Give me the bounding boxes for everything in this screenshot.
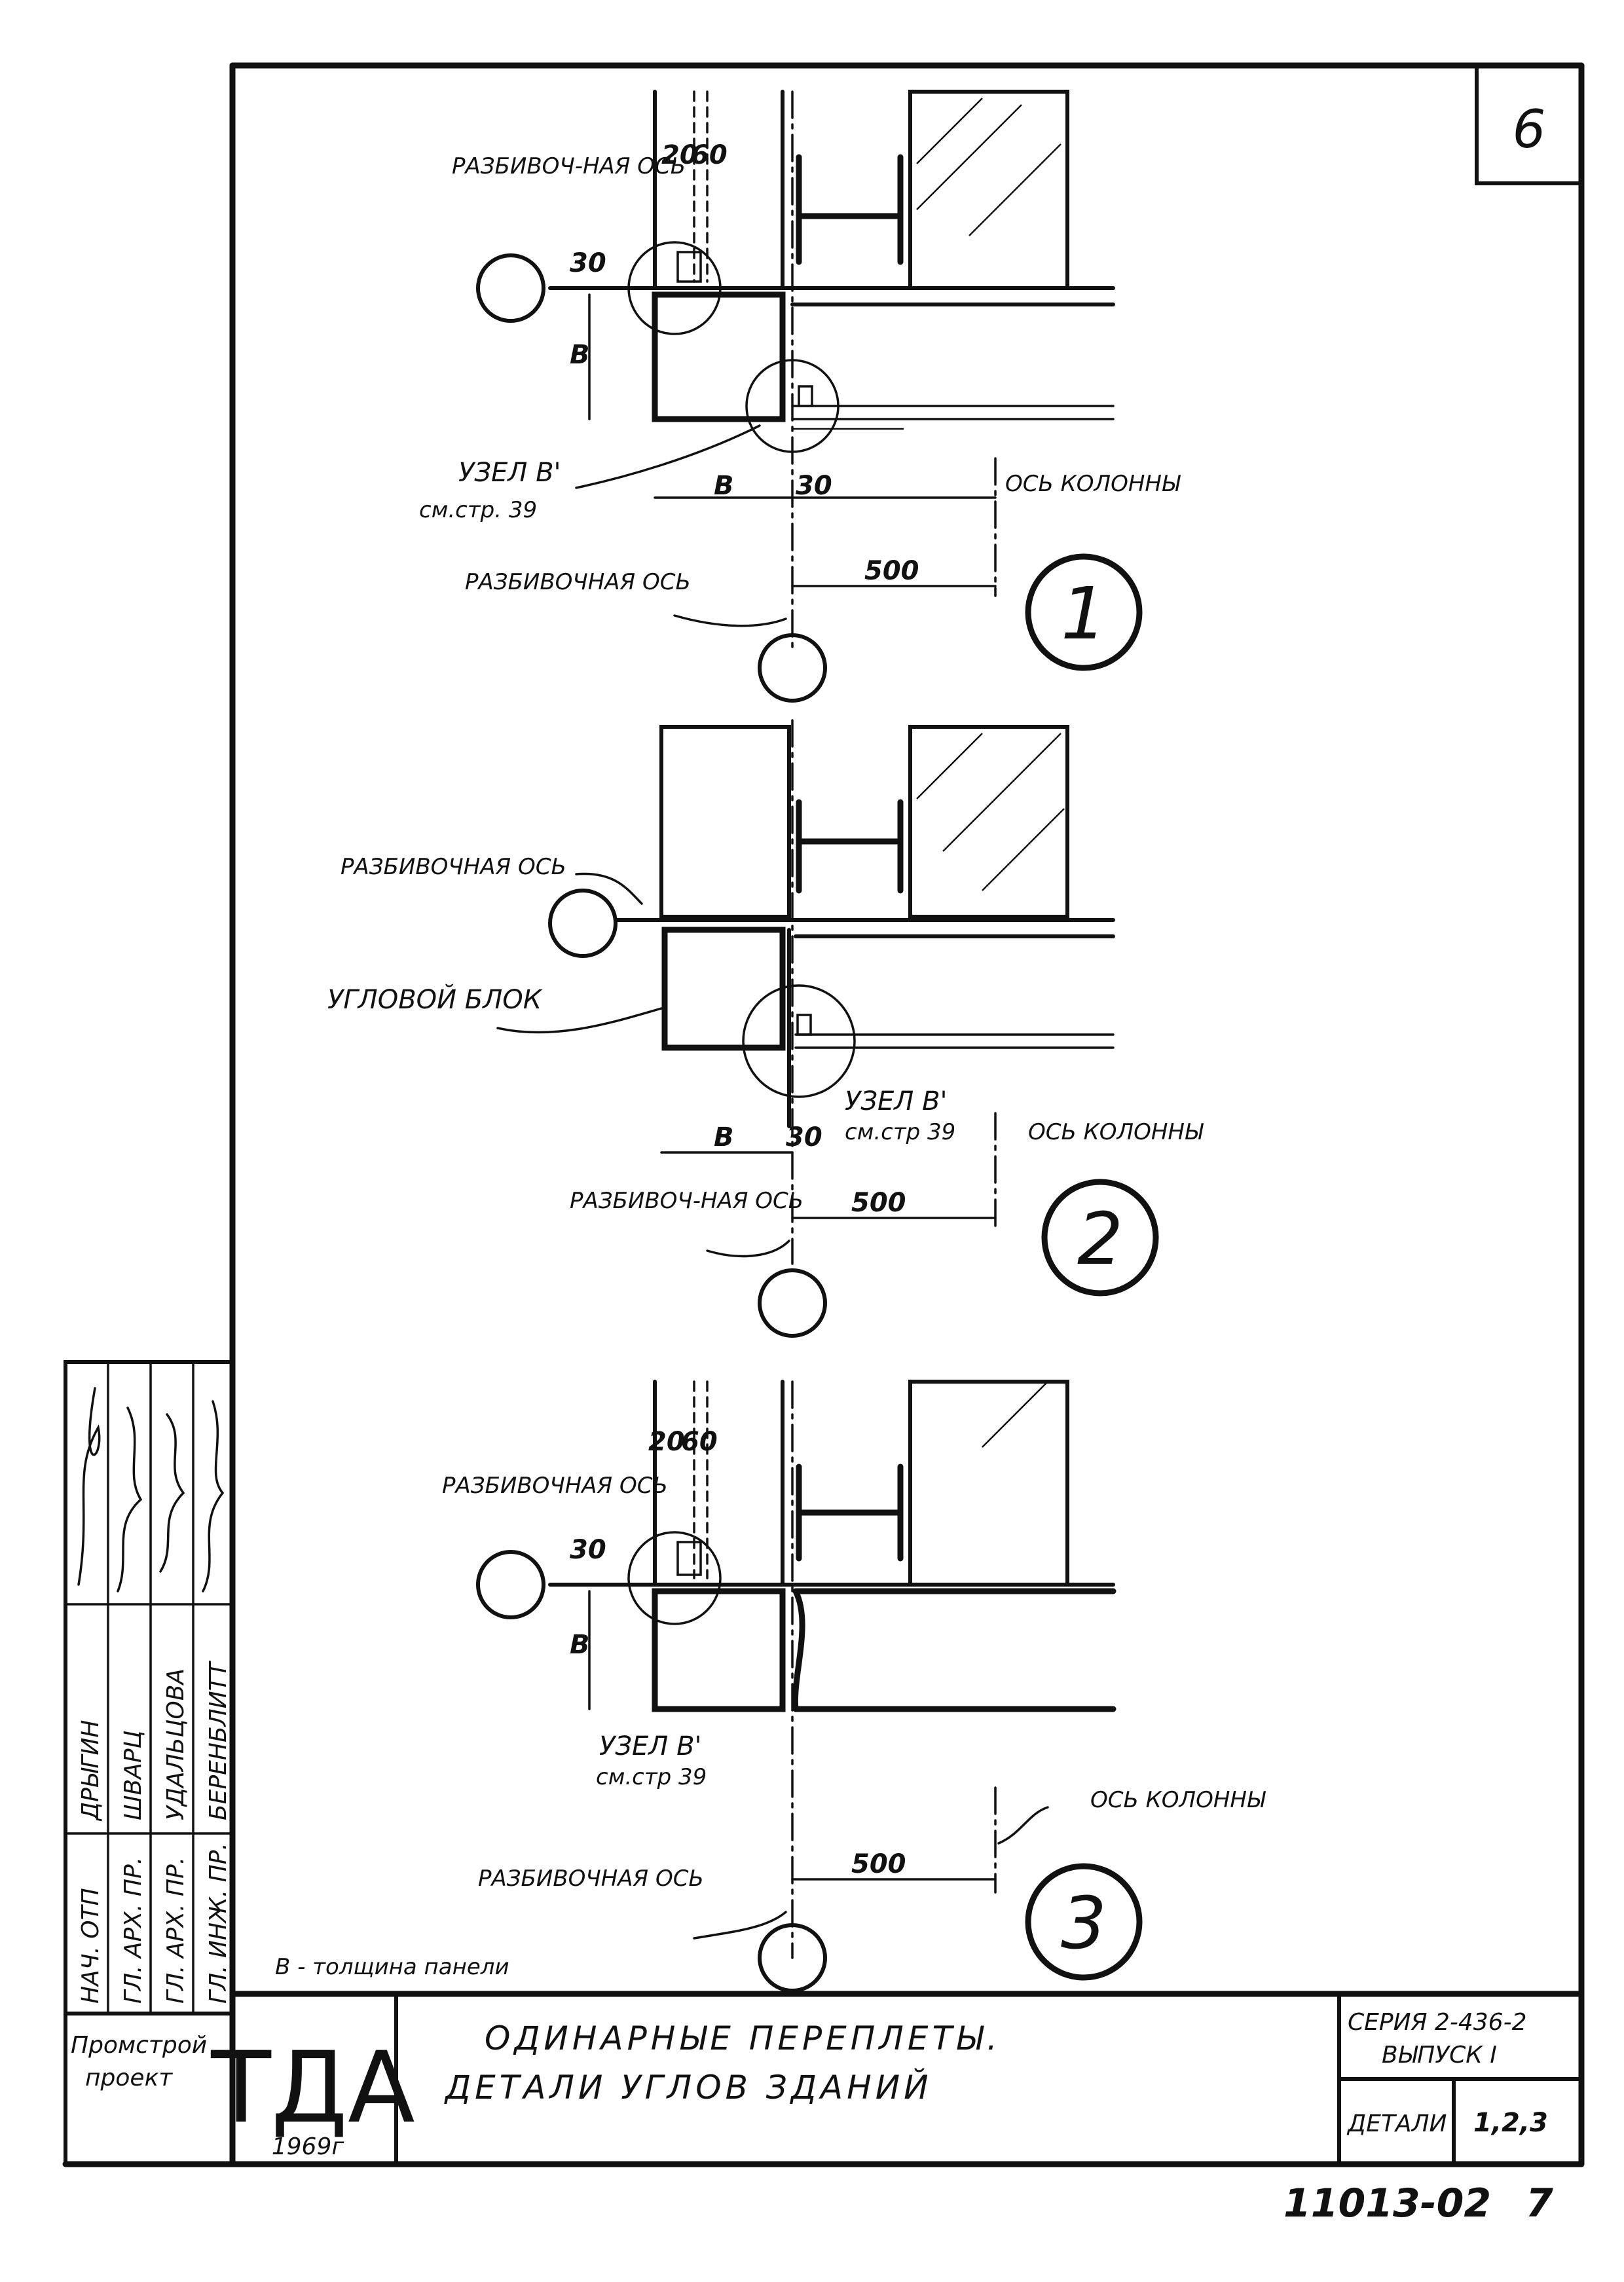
name-1: ДРЫГИН xyxy=(77,1720,104,1822)
signature-scribble-4 xyxy=(202,1400,225,1592)
axis-bubble-2-bottom xyxy=(758,1268,827,1338)
label-1-node-ref: УЗЕЛ В' xyxy=(458,458,561,488)
role-3: ГЛ. АРХ. ПР. xyxy=(162,1857,189,2004)
detail-number-circle-3 xyxy=(1025,1863,1143,1981)
axis-bubble-1-bottom xyxy=(758,633,827,703)
detail-3: 20 60 30 В 500 РАЗБИВОЧНАЯ ОСЬ УЗЕЛ В' с… xyxy=(442,1380,1266,1993)
role-1: НАЧ. ОТП xyxy=(77,1888,104,2004)
issue: ВЫПУСК I xyxy=(1382,2042,1497,2069)
role-2: ГЛ. АРХ. ПР. xyxy=(120,1857,147,2004)
detail-number-2: 2 xyxy=(1077,1197,1123,1281)
label-2-column-axis: ОСЬ КОЛОННЫ xyxy=(1028,1119,1204,1145)
title-line1: ОДИНАРНЫЕ ПЕРЕПЛЕТЫ. xyxy=(485,2019,1001,2057)
signature-scribble-3 xyxy=(159,1413,185,1573)
name-4: БЕРЕНБЛИТТ xyxy=(205,1660,232,1820)
label-1-node-page: см.стр. 39 xyxy=(419,497,537,523)
axis-bubble-3-bottom xyxy=(758,1923,827,1993)
axis-bubble-3-left xyxy=(476,1550,545,1619)
axis-bubble-1-left xyxy=(476,253,545,323)
label-3-axis-bottom: РАЗБИВОЧНАЯ ОСЬ xyxy=(478,1866,704,1892)
detail-number-1: 1 xyxy=(1061,572,1107,655)
name-2: ШВАРЦ xyxy=(120,1731,147,1820)
series: СЕРИЯ 2-436-2 xyxy=(1348,2009,1526,2036)
name-3: УДАЛЬЦОВА xyxy=(162,1668,189,1820)
dim-1-30-top: 30 xyxy=(570,248,606,278)
axis-bubble-2-left xyxy=(548,889,618,958)
label-2-node-page: см.стр 39 xyxy=(845,1119,955,1145)
label-3-node-ref: УЗЕЛ В' xyxy=(599,1731,702,1761)
label-3-column-axis: ОСЬ КОЛОННЫ xyxy=(1090,1787,1266,1813)
node-callout-circle-2 xyxy=(742,984,856,1098)
detail-1: 20 60 30 В В 30 500 РАЗБИВОЧ-НАЯ ОСЬ УЗЕ… xyxy=(419,90,1181,703)
detail-number-circle-1 xyxy=(1025,553,1143,671)
label-1-column-axis: ОСЬ КОЛОННЫ xyxy=(1005,471,1181,497)
dim-3-60: 60 xyxy=(681,1427,718,1457)
dim-3-20: 20 xyxy=(648,1427,685,1457)
label-2-axis-bottom: РАЗБИВОЧ-НАЯ ОСЬ xyxy=(570,1188,803,1214)
page-number: 6 xyxy=(1513,99,1546,160)
dim-1-b-side: В xyxy=(570,340,590,370)
signature-scribble-1 xyxy=(77,1387,101,1586)
sheet-frame: 6 xyxy=(62,62,1585,2167)
node-callout-circle-3 xyxy=(627,1531,722,1625)
signature-strip: НАЧ. ОТП ГЛ. АРХ. ПР. ГЛ. АРХ. ПР. ГЛ. И… xyxy=(64,1360,234,2166)
inventory-sheet: 7 xyxy=(1526,2181,1553,2226)
title-line2: ДЕТАЛИ УГЛОВ ЗДАНИЙ xyxy=(444,2068,932,2107)
dim-2-500: 500 xyxy=(851,1188,906,1218)
label-2-node-ref: УЗЕЛ В' xyxy=(845,1086,948,1116)
signature-scribble-2 xyxy=(117,1407,143,1592)
detail-2: В 30 500 РАЗБИВОЧНАЯ ОСЬ УГЛОВОЙ БЛОК УЗ… xyxy=(327,719,1204,1338)
detail-number-3: 3 xyxy=(1061,1881,1107,1965)
node-callout-circle-1a xyxy=(627,241,722,335)
dim-2-b: В xyxy=(714,1122,734,1152)
dim-1-500: 500 xyxy=(864,556,919,586)
role-4: ГЛ. ИНЖ. ПР. xyxy=(205,1843,232,2004)
dim-1-b-bottom: В xyxy=(714,471,734,501)
dim-3-500: 500 xyxy=(851,1849,906,1879)
node-callout-circle-1b xyxy=(745,359,840,453)
details-value: 1,2,3 xyxy=(1473,2108,1548,2138)
dim-3-b: В xyxy=(570,1630,590,1660)
label-3-axis-top: РАЗБИВОЧНАЯ ОСЬ xyxy=(442,1473,668,1499)
dim-2-30: 30 xyxy=(786,1122,822,1152)
label-1-axis-top: РАЗБИВОЧ-НАЯ ОСЬ xyxy=(452,153,686,179)
label-2-axis-top: РАЗБИВОЧНАЯ ОСЬ xyxy=(341,854,566,880)
dim-1-60: 60 xyxy=(691,140,728,170)
dim-1-20: 20 xyxy=(661,140,698,170)
org-logo-tda: ТДА xyxy=(210,2031,415,2145)
dim-3-30: 30 xyxy=(570,1535,606,1565)
title-block: ТДА 1969г ОДИНАРНЫЕ ПЕРЕПЛЕТЫ. ДЕТАЛИ УГ… xyxy=(210,1991,1585,2166)
institute-line1: Промстрой xyxy=(71,2032,207,2059)
dim-1-30-bottom: 30 xyxy=(796,471,832,501)
detail-number-circle-2 xyxy=(1041,1179,1159,1297)
institute-line2: проект xyxy=(85,2065,173,2091)
inventory-number: 11013-02 xyxy=(1283,2181,1491,2226)
page-number-box xyxy=(1475,64,1583,185)
label-1-axis-bottom: РАЗБИВОЧНАЯ ОСЬ xyxy=(465,569,691,595)
label-3-node-page: см.стр 39 xyxy=(596,1764,707,1790)
details-label: ДЕТАЛИ xyxy=(1346,2110,1447,2137)
year: 1969г xyxy=(272,2133,345,2160)
note-panel-thickness: В - толщина панели xyxy=(275,1954,509,1980)
label-2-corner-block: УГЛОВОЙ БЛОК xyxy=(327,984,543,1015)
